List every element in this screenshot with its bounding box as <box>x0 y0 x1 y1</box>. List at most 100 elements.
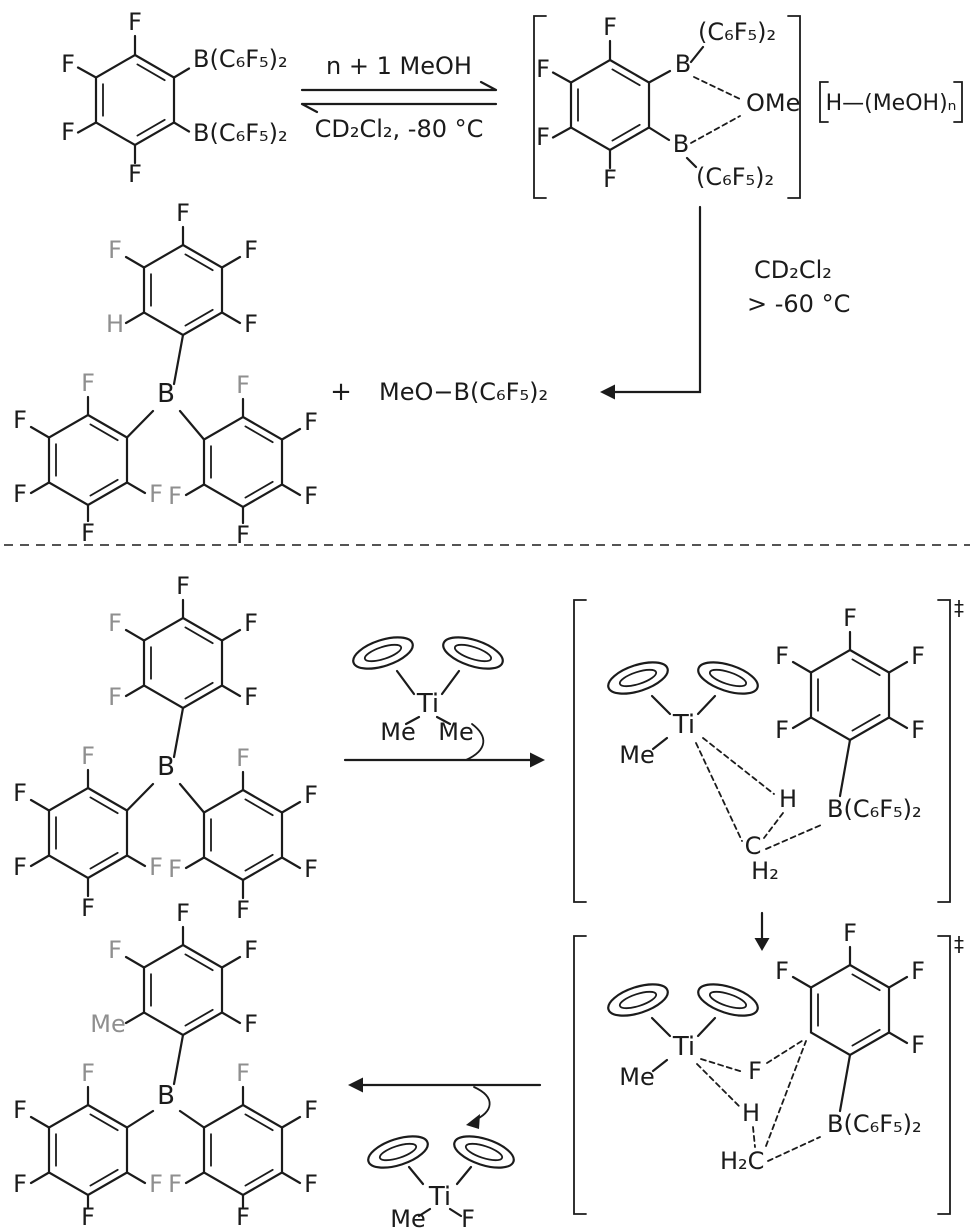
double-dagger: ‡ <box>954 596 964 620</box>
bracket-left <box>573 935 587 1215</box>
elimination-curve <box>472 1086 491 1122</box>
aromatic-inner-bonds <box>577 68 641 142</box>
fluorine-label: F <box>244 1010 258 1038</box>
scheme2-product-borane: B F F F F Me F F F F F F F F F F <box>13 899 318 1229</box>
substituent-bonds <box>791 945 909 1113</box>
methoxyborane-formula: MeO−B(C₆F₅)₂ <box>379 378 548 406</box>
substituent-bonds <box>29 598 302 900</box>
elimination-arrow: CD₂Cl₂ > -60 °C <box>600 205 850 400</box>
bracket-right <box>787 15 801 199</box>
fluorine-label: F <box>168 855 182 883</box>
left-ring <box>47 413 129 507</box>
metal-ligand-bonds <box>650 694 717 751</box>
metal-ligand-bonds <box>395 669 461 726</box>
fluorine-label: F <box>13 779 27 807</box>
cp-ring <box>352 636 414 670</box>
methyl-label: Me <box>619 1063 654 1091</box>
top-ring <box>142 616 224 710</box>
bridging-hydrogen-label: H <box>742 1099 760 1127</box>
fluorine-label: F <box>775 957 789 985</box>
fluorine-label: F <box>236 371 250 399</box>
methyl-label: Me <box>90 1010 125 1038</box>
fluorine-label: F <box>236 1203 250 1229</box>
aromatic-inner-bonds <box>210 425 274 499</box>
fluorine-label: F <box>149 1170 163 1198</box>
scheme1-chelate: F F F F B B (C₆F₅)₂ (C₆F₅)₂ OMe <box>533 13 801 199</box>
fluorine-label: F <box>236 521 250 549</box>
bracket-right <box>937 599 951 903</box>
fluorine-label: F <box>81 742 95 770</box>
substituent-bonds <box>29 225 302 525</box>
fluorine-label: F <box>128 8 142 36</box>
fluorine-label: F <box>108 936 122 964</box>
fluorine-label: F <box>176 572 190 600</box>
fluorine-label: F <box>911 957 925 985</box>
methyl-label: Me <box>380 718 415 746</box>
fluorine-label: F <box>61 118 75 146</box>
fluorine-label: F <box>244 683 258 711</box>
fluorine-label: F <box>13 1170 27 1198</box>
boron-label: B <box>675 50 691 78</box>
ts-arrow <box>754 911 770 951</box>
fluorine-label: F <box>304 1170 318 1198</box>
bridging-hydrogen-label: H <box>779 785 797 813</box>
top-ring <box>142 243 224 337</box>
scheme2-start-borane: B F F F F F F F F F F F F F F F <box>13 572 318 924</box>
aromatic-inner-bonds <box>55 423 119 497</box>
metal-ligand-bonds <box>650 1016 717 1073</box>
fluorine-label: F <box>536 123 550 151</box>
plus-sign: + <box>330 377 352 407</box>
fluorine-label: F <box>13 480 27 508</box>
bracket-left <box>573 599 587 903</box>
boron-label: B <box>157 752 175 782</box>
boron-label: B <box>673 130 689 158</box>
fluorine-label: F <box>244 936 258 964</box>
fluorine-label: F <box>149 480 163 508</box>
bracket-left <box>819 81 829 123</box>
equilibrium-arrows: n + 1 MeOH CD₂Cl₂, -80 °C <box>300 52 498 143</box>
aromatic-inner-bonds <box>150 253 214 327</box>
boryl-group-label: B(C₆F₅)₂ <box>193 119 288 147</box>
cp-ring <box>453 1135 515 1169</box>
dative-bonds-to-methoxide <box>690 76 741 144</box>
fluorine-label: F <box>536 55 550 83</box>
fluorine-label: F <box>603 165 617 193</box>
arrow-head <box>600 384 615 400</box>
benzene-ring <box>569 58 651 152</box>
conditions-under-arrow: CD₂Cl₂, -80 °C <box>315 115 484 143</box>
bridging-fluoride-label: F <box>748 1057 762 1085</box>
scheme1-product-borane: B F F F F H F F F F F F F F F F <box>13 199 318 549</box>
temperature-label: > -60 °C <box>747 290 850 318</box>
boryl-group-label: B(C₆F₅)₂ <box>193 45 288 73</box>
titanocene-methyl-fluoride-byproduct: Ti Me F <box>367 1135 515 1229</box>
aromatic-inner-bonds <box>102 63 166 137</box>
aromatic-inner-bonds <box>817 973 881 1047</box>
right-ring <box>202 788 284 882</box>
fluorine-label: F <box>81 519 95 547</box>
transition-state-1: ‡ Ti Me H C H₂ F F F F F B(C₆F₅)₂ <box>573 596 964 903</box>
fluorine-label: F <box>108 609 122 637</box>
fluorine-label: F <box>304 855 318 883</box>
fluorine-label: F <box>108 236 122 264</box>
methoxy-label: OMe <box>746 89 800 117</box>
fluorine-label: F <box>304 781 318 809</box>
scheme1-diborane: F F F F B(C₆F₅)₂ B(C₆F₅)₂ <box>61 8 288 188</box>
fluorine-label: F <box>61 50 75 78</box>
methyl-label: Me <box>619 741 654 769</box>
fluorine-label: F <box>81 894 95 922</box>
aromatic-inner-bonds <box>150 953 214 1027</box>
transition-state-2: ‡ Ti Me F H H₂C F F F F B(C₆F₅)₂ <box>573 919 964 1215</box>
benzene-ring <box>94 53 176 147</box>
fluorine-label: F <box>168 1170 182 1198</box>
arrow-shaft <box>612 205 702 394</box>
methanol-proton-adduct: H—(MeOH)ₙ <box>819 81 963 123</box>
fluorine-label: F <box>775 642 789 670</box>
reaction-arrow-1 <box>343 752 545 768</box>
cp-ring <box>367 1135 429 1169</box>
fluorine-label: F <box>236 744 250 772</box>
right-ring <box>202 1103 284 1197</box>
fluoride-label: F <box>461 1205 475 1229</box>
substituent-bonds <box>29 925 302 1209</box>
